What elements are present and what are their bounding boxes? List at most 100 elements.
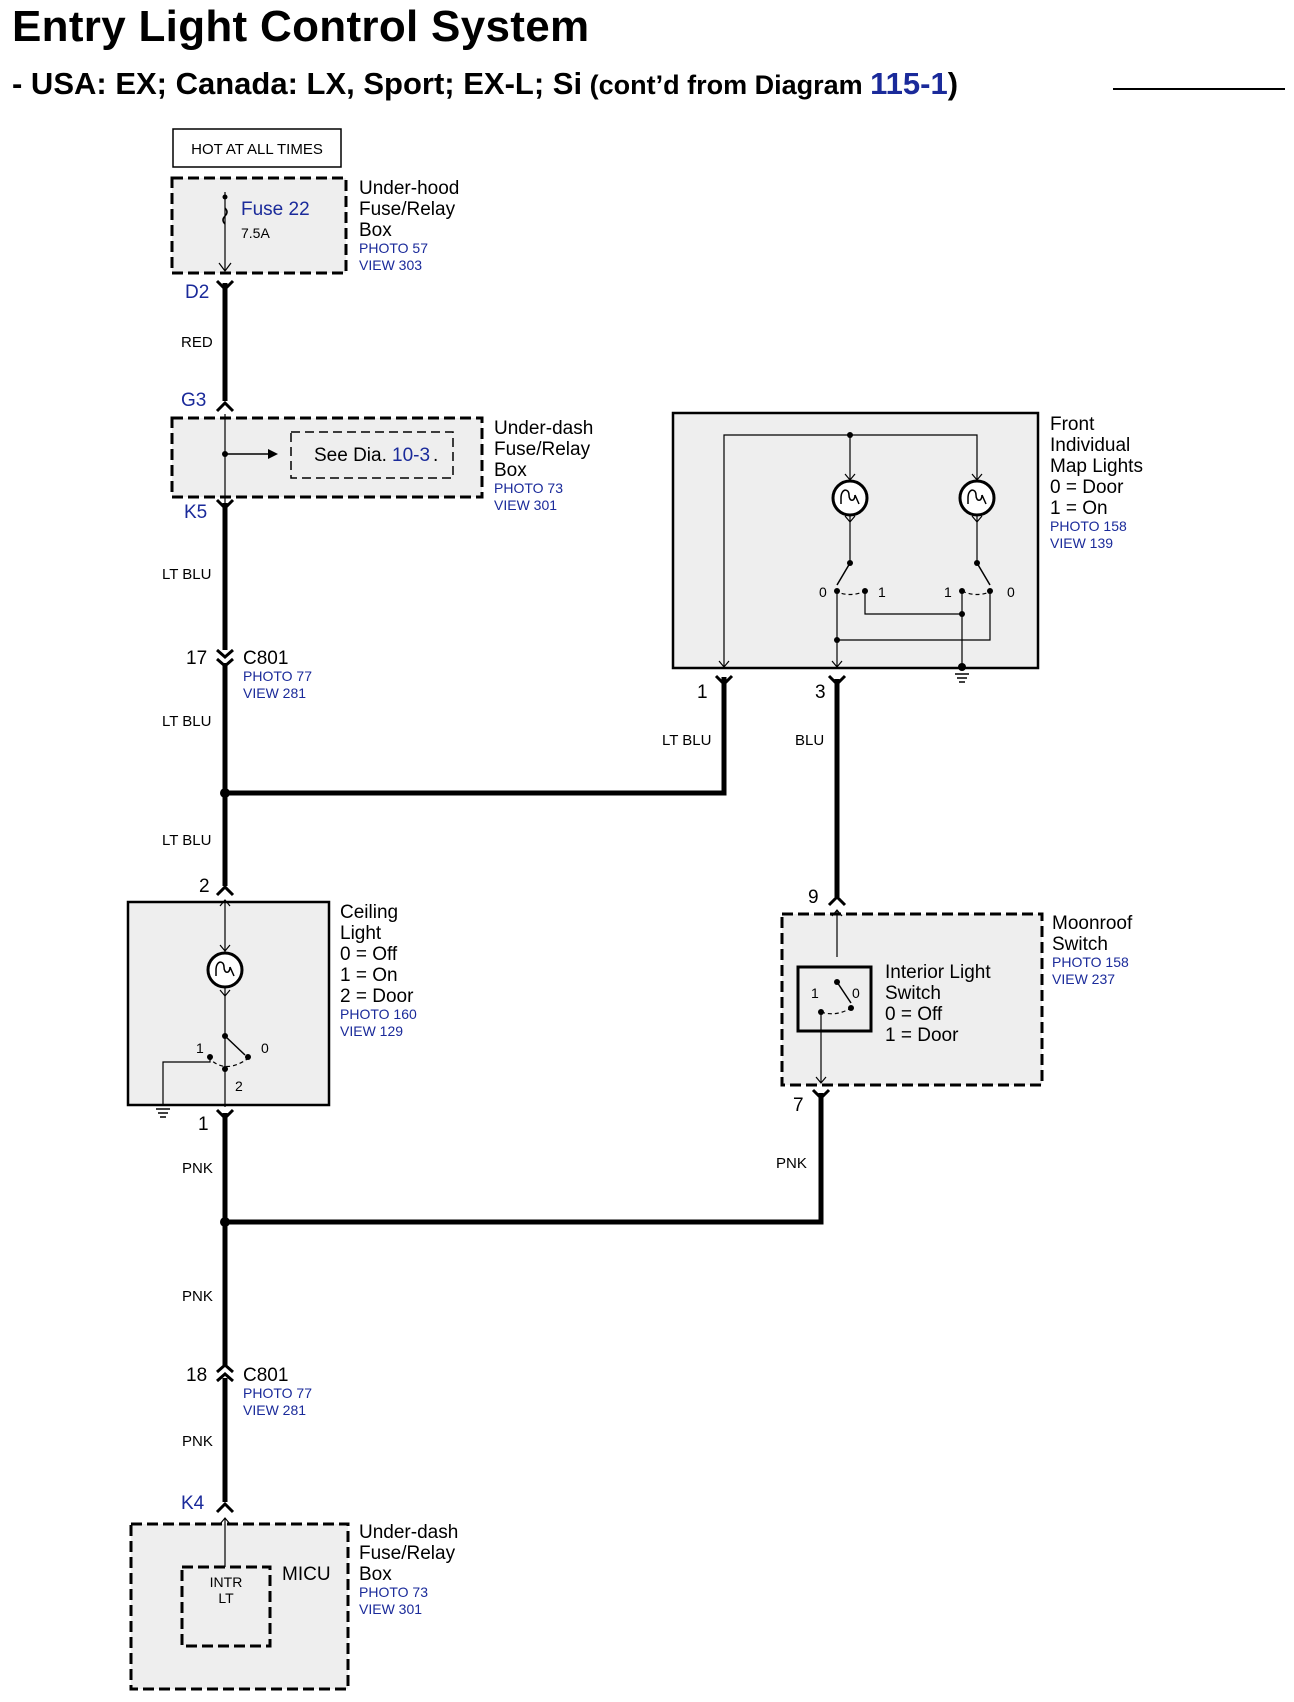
- map-right-pos-1: 1: [944, 584, 952, 600]
- underhood-name-3: Box: [359, 220, 392, 241]
- c801-top-pin: 17: [186, 648, 207, 669]
- pin-k5: K5: [184, 502, 207, 523]
- page-subtitle: - USA: EX; Canada: LX, Sport; EX-L; Si (…: [12, 66, 958, 102]
- ceiling-name-1: Ceiling: [340, 902, 398, 923]
- moonroof-name-1: Moonroof: [1052, 913, 1133, 934]
- underhood-photo-link[interactable]: PHOTO 57: [359, 240, 428, 256]
- ceiling-view-link[interactable]: VIEW 129: [340, 1023, 403, 1039]
- wire-label-ltblu-map: LT BLU: [662, 732, 711, 749]
- underhood-name-2: Fuse/Relay: [359, 199, 456, 220]
- map-pin-1: 1: [697, 682, 708, 703]
- c801-bottom-name: C801: [243, 1365, 288, 1386]
- ceiling-name-3: 0 = Off: [340, 944, 398, 965]
- underhood-fuse-relay-box: Fuse 22 7.5A: [170, 176, 348, 275]
- underhood-name-1: Under-hood: [359, 178, 459, 199]
- wire-label-ltblu-3: LT BLU: [162, 832, 211, 849]
- ceiling-pos-1: 1: [196, 1040, 204, 1056]
- c801-bottom-photo-link[interactable]: PHOTO 77: [243, 1385, 312, 1401]
- splice-pnk: [220, 1217, 230, 1227]
- hot-at-all-times-label: HOT AT ALL TIMES: [191, 141, 323, 158]
- map-left-pos-0: 0: [819, 584, 827, 600]
- micu-view-link[interactable]: VIEW 301: [359, 1601, 422, 1617]
- see-dia-text: See Dia.: [314, 445, 387, 466]
- hot-at-all-times-box: HOT AT ALL TIMES: [172, 128, 342, 168]
- fuse-rating: 7.5A: [241, 225, 270, 241]
- subtitle-close: ): [947, 66, 959, 101]
- moonroof-view-link[interactable]: VIEW 237: [1052, 971, 1115, 987]
- wire-label-pnk-2: PNK: [182, 1288, 213, 1305]
- underdash-top-name-3: Box: [494, 460, 527, 481]
- map-lights-view-link[interactable]: VIEW 139: [1050, 535, 1113, 551]
- ceiling-bulb-icon: [206, 951, 244, 989]
- c801-top-view-link[interactable]: VIEW 281: [243, 685, 306, 701]
- ceiling-pin-2: 2: [199, 876, 210, 897]
- see-dia-period: .: [433, 445, 438, 466]
- ceiling-name-5: 2 = Door: [340, 986, 414, 1007]
- map-lights-name-5: 1 = On: [1050, 498, 1108, 519]
- diagram-link[interactable]: 115-1: [870, 66, 948, 101]
- moonroof-pin-9: 9: [808, 887, 819, 908]
- fuse-22-label: Fuse 22: [241, 199, 310, 220]
- map-lights-name-4: 0 = Door: [1050, 477, 1124, 498]
- micu-label: MICU: [282, 1564, 331, 1585]
- map-pin-3: 3: [815, 682, 826, 703]
- connector-c801-pin18: [216, 1363, 234, 1383]
- intr-lt-line2: LT: [218, 1590, 234, 1606]
- underhood-view-link[interactable]: VIEW 303: [359, 257, 422, 273]
- map-lights-name-1: Front: [1050, 414, 1095, 435]
- wire-label-ltblu-1: LT BLU: [162, 566, 211, 583]
- interior-switch-name-4: 1 = Door: [885, 1025, 959, 1046]
- ceiling-name-2: Light: [340, 923, 382, 944]
- map-lights-name-3: Map Lights: [1050, 456, 1143, 477]
- ceiling-ground-icon: [155, 1108, 171, 1118]
- wire-label-pnk-1: PNK: [182, 1160, 213, 1177]
- wire-label-pnk-3: PNK: [182, 1433, 213, 1450]
- c801-top-name: C801: [243, 648, 288, 669]
- wire-label-ltblu-2: LT BLU: [162, 713, 211, 730]
- moonroof-name-2: Switch: [1052, 934, 1108, 955]
- underdash-top-photo-link[interactable]: PHOTO 73: [494, 480, 563, 496]
- wire-label-pnk-moonroof: PNK: [776, 1155, 807, 1172]
- pin-k4: K4: [181, 1493, 205, 1514]
- underdash-top-name-1: Under-dash: [494, 418, 593, 439]
- header-rule: [1113, 88, 1285, 90]
- underdash-top-name-2: Fuse/Relay: [494, 439, 591, 460]
- ceiling-light-box: 1 0 2: [126, 899, 331, 1107]
- intr-lt-line1: INTR: [210, 1574, 243, 1590]
- micu-name-3: Box: [359, 1564, 392, 1585]
- underdash-fuse-relay-box-top: See Dia. 10-3 .: [170, 414, 484, 503]
- front-map-lights-box: 0 1 1 0: [671, 411, 1040, 671]
- c801-bottom-pin: 18: [186, 1365, 207, 1386]
- interior-switch-name-3: 0 = Off: [885, 1004, 943, 1025]
- ceiling-name-4: 1 = On: [340, 965, 398, 986]
- interior-switch-name-2: Switch: [885, 983, 941, 1004]
- ceiling-pos-2: 2: [235, 1078, 243, 1094]
- map-lights-photo-link[interactable]: PHOTO 158: [1050, 518, 1127, 534]
- micu-name-2: Fuse/Relay: [359, 1543, 456, 1564]
- micu-photo-link[interactable]: PHOTO 73: [359, 1584, 428, 1600]
- map-lights-ground-icon: [954, 673, 970, 683]
- moonroof-photo-link[interactable]: PHOTO 158: [1052, 954, 1129, 970]
- c801-top-photo-link[interactable]: PHOTO 77: [243, 668, 312, 684]
- moonroof-pos-0: 0: [852, 985, 860, 1001]
- ceiling-photo-link[interactable]: PHOTO 160: [340, 1006, 417, 1022]
- ceiling-pin-1: 1: [198, 1114, 209, 1135]
- map-left-pos-1: 1: [878, 584, 886, 600]
- subtitle-diagram: Diagram: [754, 70, 871, 100]
- wire-label-blu-map: BLU: [795, 732, 824, 749]
- moonroof-pos-1: 1: [811, 985, 819, 1001]
- map-right-pos-0: 0: [1007, 584, 1015, 600]
- underdash-top-view-link[interactable]: VIEW 301: [494, 497, 557, 513]
- wire-label-red: RED: [181, 334, 213, 351]
- see-dia-link[interactable]: 10-3: [392, 445, 430, 466]
- c801-bottom-view-link[interactable]: VIEW 281: [243, 1402, 306, 1418]
- subtitle-contd: (cont’d from: [582, 70, 755, 100]
- page-title: Entry Light Control System: [12, 2, 590, 51]
- micu-fuse-relay-box: INTR LT MICU: [129, 1517, 350, 1691]
- pin-d2: D2: [185, 282, 209, 303]
- subtitle-models: - USA: EX; Canada: LX, Sport; EX-L; Si: [12, 66, 583, 101]
- micu-name-1: Under-dash: [359, 1522, 458, 1543]
- map-lights-name-2: Individual: [1050, 435, 1130, 456]
- interior-switch-name-1: Interior Light: [885, 962, 991, 983]
